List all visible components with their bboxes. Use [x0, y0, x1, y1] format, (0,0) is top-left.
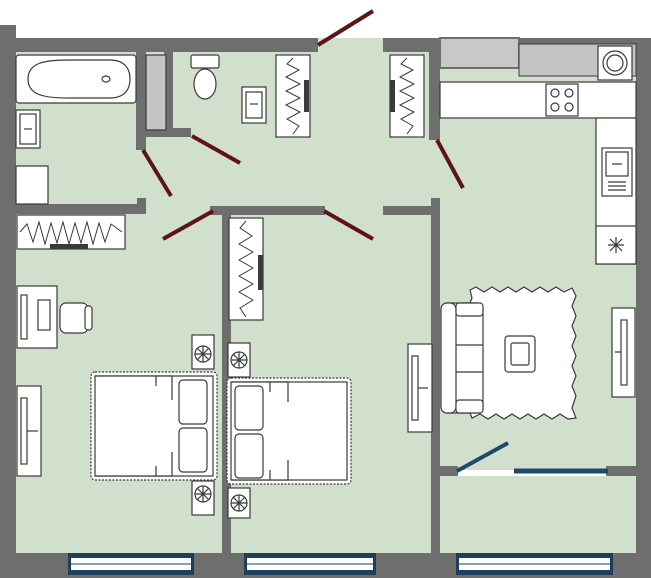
wall-toilet-left: [164, 50, 173, 130]
cooktop: [545, 83, 579, 117]
tv-stand-bedroom: [16, 385, 42, 477]
exterior-wall-right: [636, 38, 651, 578]
exterior-wall-top-mid: [383, 38, 440, 52]
windows: [68, 37, 613, 575]
window-bedroom-2: [244, 553, 376, 575]
doors: [141, 9, 608, 474]
sink-icon: [15, 109, 41, 149]
entrance-door: [316, 9, 375, 47]
balcony-door: [456, 441, 509, 473]
wall-hall-living: [383, 206, 438, 215]
tv-stand-bedroom-2: [407, 343, 433, 433]
refrigerator-icon: [595, 225, 637, 265]
wardrobe-hall: [389, 54, 425, 138]
nightstand-bedroom-2-top: [227, 342, 251, 378]
balcony-floor: [438, 476, 636, 555]
wall-living-left: [431, 198, 440, 555]
exterior-wall-top-right: [519, 38, 651, 48]
nightstand-bedroom-top: [191, 334, 215, 370]
kitchen-sink: [601, 147, 633, 197]
living-room-door: [435, 139, 465, 189]
wall-hall-right-top: [429, 38, 440, 140]
wall-balcony-right-stub: [606, 466, 638, 476]
wardrobe-icon: [275, 54, 311, 138]
nightstand-bedroom-2-bottom: [227, 487, 251, 519]
wall-toilet-bottom: [146, 128, 191, 137]
lamp-icon: [194, 345, 212, 363]
wall-bath-bedroom: [14, 204, 140, 214]
nightstand-bedroom-bottom: [191, 480, 215, 516]
desk: [16, 285, 58, 349]
bathroom-door: [141, 148, 173, 198]
coffee-table: [504, 335, 536, 373]
wardrobe-bedroom: [16, 214, 126, 250]
wall-balcony-left-stub: [436, 466, 458, 476]
wall-bath-bedroom-stub: [137, 198, 146, 214]
washing-machine: [15, 165, 49, 205]
bathtub-icon: [15, 54, 137, 104]
exterior-wall-top-left: [0, 38, 318, 52]
toilet-sink: [241, 86, 267, 124]
kitchen-counter-top: [439, 81, 637, 119]
window-bedroom: [68, 553, 194, 575]
toilet-icon: [190, 54, 220, 100]
double-bed: [226, 377, 352, 485]
tv-stand: [611, 307, 636, 398]
chair: [59, 302, 93, 334]
wall-bath-hall: [136, 50, 146, 150]
bathroom-shelf: [145, 54, 167, 131]
stove-icon: [597, 45, 633, 81]
window-balcony: [456, 553, 613, 575]
toilet-door: [191, 134, 241, 165]
bed-icon: [90, 371, 218, 481]
bedroom-door: [162, 209, 214, 241]
sofa-icon: [440, 302, 484, 414]
wall-hall-bedroom: [210, 206, 325, 215]
bedroom-2-door: [323, 209, 374, 241]
exterior-wall-left: [0, 25, 16, 578]
wardrobe-bedroom-2: [228, 217, 264, 321]
window-kitchen: [439, 37, 520, 69]
